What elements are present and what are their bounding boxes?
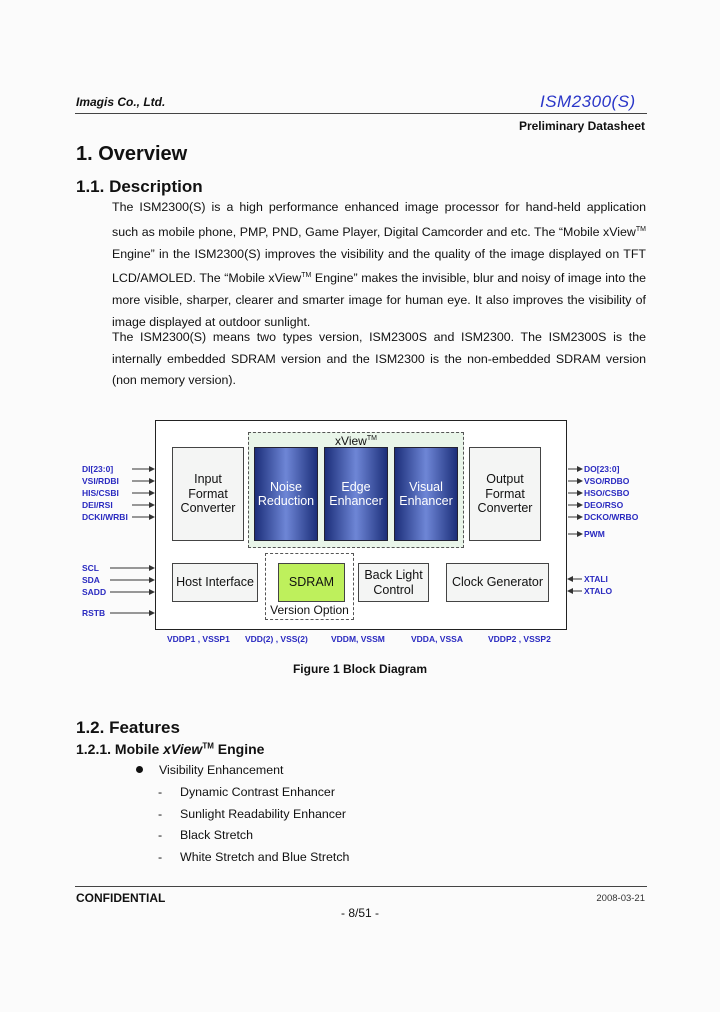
- signal-di: DI[23:0]: [82, 464, 114, 474]
- signal-do: DO[23:0]: [584, 464, 620, 474]
- section-title-description: 1.1. Description: [76, 177, 203, 196]
- product-name: ISM2300(S): [540, 92, 636, 111]
- sdram-block: SDRAM: [278, 563, 345, 602]
- signal-dei: DEI/RSI: [82, 500, 113, 510]
- signal-dcki: DCKI/WRBI: [82, 512, 128, 522]
- noise-reduction-block: Noise Reduction: [254, 447, 318, 541]
- description-paragraph-1: The ISM2300(S) is a high performance enh…: [112, 200, 646, 329]
- list-item: -White Stretch and Blue Stretch: [158, 850, 350, 864]
- subsection-title-xview: 1.2.1. Mobile xViewTM Engine: [76, 741, 265, 757]
- host-interface-block: Host Interface: [172, 563, 258, 602]
- footer-divider: [75, 886, 647, 887]
- list-item: -Dynamic Contrast Enhancer: [158, 785, 335, 799]
- section-title-overview: 1. Overview: [76, 143, 188, 165]
- power-vddm: VDDM, VSSM: [331, 634, 385, 644]
- signal-hsi: HIS/CSBI: [82, 488, 119, 498]
- output-format-converter-block: Output Format Converter: [469, 447, 541, 541]
- header-divider: [75, 113, 647, 114]
- document-type: Preliminary Datasheet: [518, 119, 645, 133]
- edge-enhancer-block: Edge Enhancer: [324, 447, 388, 541]
- xview-label: xViewTM: [335, 434, 377, 448]
- list-item: -Black Stretch: [158, 828, 253, 842]
- section-title-features: 1.2. Features: [76, 718, 180, 737]
- figure-caption: Figure 1 Block Diagram: [292, 662, 428, 676]
- signal-scl: SCL: [82, 563, 99, 573]
- signal-pwm: PWM: [584, 529, 605, 539]
- description-paragraph-2: The ISM2300(S) means two types version, …: [112, 330, 646, 388]
- visual-enhancer-block: Visual Enhancer: [394, 447, 458, 541]
- power-vddp1: VDDP1 , VSSP1: [167, 634, 230, 644]
- signal-xtali: XTALI: [584, 574, 608, 584]
- signal-hso: HSO/CSBO: [584, 488, 630, 498]
- signal-dcko: DCKO/WRBO: [584, 512, 639, 522]
- power-vddp2: VDDP2 , VSSP2: [488, 634, 551, 644]
- signal-rstb: RSTB: [82, 608, 106, 618]
- company-name: Imagis Co., Ltd.: [76, 95, 166, 109]
- signal-xtalo: XTALO: [584, 586, 613, 596]
- signal-sda: SDA: [82, 575, 100, 585]
- signal-vso: VSO/RDBO: [584, 476, 630, 486]
- input-format-converter-block: Input Format Converter: [172, 447, 244, 541]
- version-option-group: [265, 553, 354, 620]
- list-item: -Sunlight Readability Enhancer: [158, 807, 347, 821]
- power-vdda: VDDA, VSSA: [411, 634, 463, 644]
- page-number: - 8/51 -: [340, 906, 379, 920]
- bullet-visibility-enhancement: Visibility Enhancement: [136, 763, 283, 777]
- clock-generator-block: Clock Generator: [446, 563, 549, 602]
- confidential-label: CONFIDENTIAL: [76, 891, 166, 905]
- signal-deo: DEO/RSO: [584, 500, 624, 510]
- back-light-control-block: Back Light Control: [358, 563, 429, 602]
- bullet-icon: [136, 766, 143, 773]
- document-date: 2008-03-21: [596, 893, 645, 904]
- signal-sadd: SADD: [82, 587, 107, 597]
- version-option-label: Version Option: [270, 603, 349, 617]
- power-vdd2: VDD(2) , VSS(2): [245, 634, 308, 644]
- signal-vsi: VSI/RDBI: [82, 476, 119, 486]
